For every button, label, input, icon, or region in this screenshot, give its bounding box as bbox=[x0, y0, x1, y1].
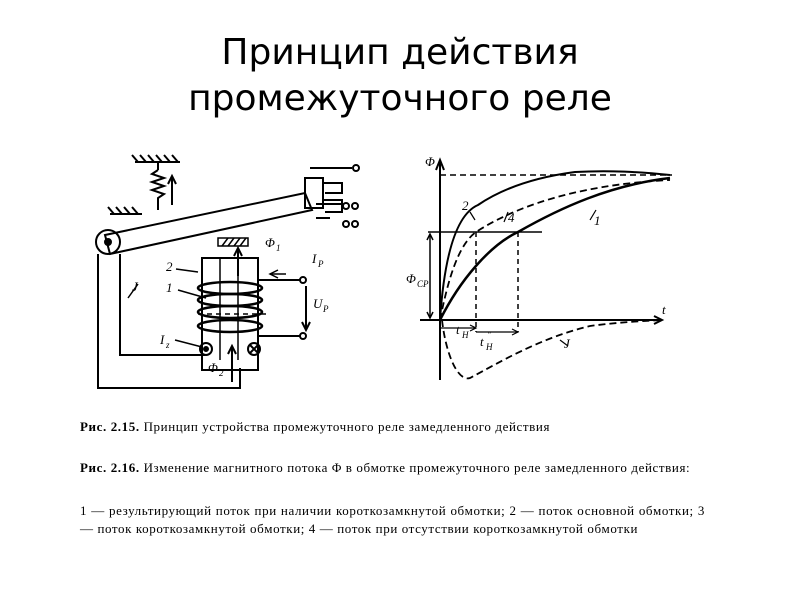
label-phi-cp: Φ bbox=[406, 271, 416, 286]
flux-graph: Φ t Φ CP t H t H " 2 4 1 J bbox=[406, 154, 672, 380]
label-phi2: Φ bbox=[208, 360, 218, 375]
contact-block bbox=[304, 177, 324, 209]
magnetic-yoke bbox=[97, 254, 241, 389]
caption-fig-2-15: Рис. 2.15. Принцип устройства промежуточ… bbox=[80, 418, 705, 436]
coil-terminal bbox=[299, 276, 307, 284]
spring-anchor bbox=[107, 206, 142, 215]
label-tn2-sup: " bbox=[487, 330, 491, 340]
label-tn2-sub: H bbox=[485, 342, 493, 352]
slide-title: Принцип действия промежуточного реле bbox=[0, 30, 800, 122]
relay-diagram: Φ 1 I P U P J 2 1 I z Φ 2 bbox=[95, 154, 360, 389]
ceiling-support bbox=[131, 154, 180, 170]
pivot-wheel bbox=[95, 229, 121, 255]
curve-3-j bbox=[441, 319, 663, 380]
label-1: 1 bbox=[166, 280, 173, 295]
label-x-axis: t bbox=[662, 302, 666, 317]
label-curve-j: J bbox=[564, 336, 571, 351]
coil-windings bbox=[196, 280, 264, 334]
contact-terminal bbox=[351, 202, 359, 210]
label-curve-4: 4 bbox=[508, 210, 515, 225]
shortcircuit-winding-cross bbox=[247, 342, 261, 356]
label-curve-2: 2 bbox=[462, 198, 469, 213]
label-phi1-sub: 1 bbox=[276, 243, 281, 253]
label-j: J bbox=[132, 279, 139, 294]
contact-terminal bbox=[342, 220, 350, 228]
label-phi2-sub: 2 bbox=[219, 368, 224, 378]
label-tn1: t bbox=[456, 322, 460, 337]
caption-fig-2-15-number: Рис. 2.15. bbox=[80, 419, 140, 434]
label-iz: I bbox=[159, 332, 165, 347]
caption-fig-2-16-text: Изменение магнитного потока Φ в обмотке … bbox=[143, 460, 691, 475]
label-ip: I bbox=[311, 251, 317, 266]
caption-fig-2-16-number: Рис. 2.16. bbox=[80, 460, 140, 475]
contact-terminal bbox=[351, 220, 359, 228]
label-phi1: Φ bbox=[265, 235, 275, 250]
label-curve-1: 1 bbox=[594, 213, 601, 228]
title-line-2: промежуточного реле bbox=[188, 78, 612, 119]
label-up: U bbox=[313, 296, 324, 311]
shortcircuit-winding-dot bbox=[199, 342, 213, 356]
label-ip-sub: P bbox=[317, 259, 324, 269]
label-phi-cp-sub: CP bbox=[417, 279, 429, 289]
caption-legend: 1 — результирующий поток при наличии кор… bbox=[80, 503, 705, 536]
curve-2 bbox=[439, 170, 671, 321]
armature-hatch bbox=[217, 237, 249, 247]
curve-4 bbox=[439, 179, 671, 321]
label-up-sub: P bbox=[322, 304, 329, 314]
label-tn1-sub: H bbox=[461, 330, 469, 340]
caption-fig-2-15-text: Принцип устройства промежуточного реле з… bbox=[143, 419, 551, 434]
curve-1 bbox=[438, 176, 671, 321]
coil-terminal bbox=[299, 332, 307, 340]
return-spring bbox=[148, 169, 168, 210]
contact-terminal bbox=[342, 202, 350, 210]
label-2: 2 bbox=[166, 259, 173, 274]
label-iz-sub: z bbox=[165, 340, 170, 350]
armature-lever bbox=[103, 191, 314, 256]
title-line-1: Принцип действия bbox=[221, 32, 579, 73]
label-y-axis: Φ bbox=[425, 154, 435, 169]
caption-fig-2-16: Рис. 2.16. Изменение магнитного потока Φ… bbox=[80, 459, 705, 477]
label-tn2: t bbox=[480, 334, 484, 349]
contact-terminal bbox=[352, 164, 360, 172]
